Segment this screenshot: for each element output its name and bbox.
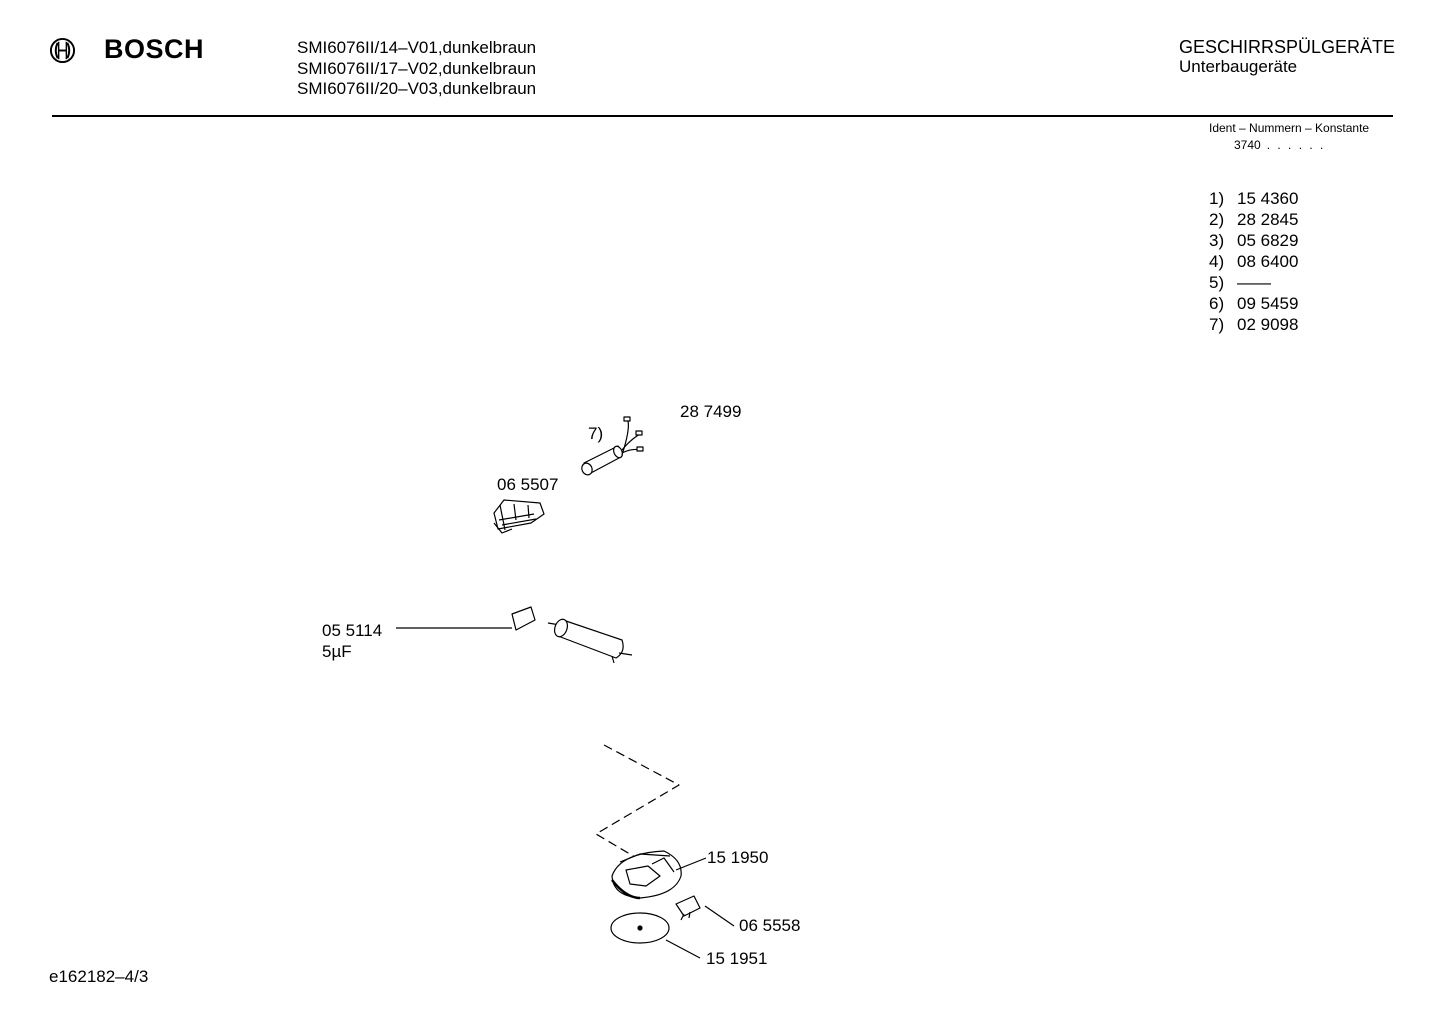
- part-label: 28 7499: [680, 402, 742, 421]
- list-item: 5) ——: [1209, 272, 1298, 293]
- ident-title: Ident – Nummern – Konstante: [1209, 121, 1370, 135]
- model-line: SMI6076II/17–V02,dunkelbraun: [297, 58, 537, 78]
- item-value: 28 2845: [1237, 210, 1299, 229]
- brand-name: BOSCH: [104, 34, 205, 64]
- list-item: 6) 09 5459: [1209, 293, 1298, 314]
- item-number: 1): [1209, 189, 1225, 208]
- model-list: SMI6076II/14–V01,dunkelbraun SMI6076II/1…: [297, 38, 536, 100]
- ident-code-dots: . . . . . .: [1266, 138, 1326, 152]
- model-line: SMI6076II/14–V01,dunkelbraun: [297, 38, 537, 57]
- document-code: e162182–4/3: [49, 967, 149, 986]
- item-number: 3): [1209, 231, 1225, 250]
- part-label: 06 5507: [497, 475, 559, 494]
- item-value: ——: [1237, 273, 1271, 292]
- leader-line: [665, 939, 701, 959]
- list-item: 7) 02 9098: [1209, 314, 1298, 335]
- item-number: 6): [1209, 294, 1225, 313]
- item-number: 4): [1209, 252, 1225, 271]
- bosch-logo-icon: [49, 37, 76, 64]
- category-subtitle: Unterbaugeräte: [1179, 57, 1298, 76]
- plug-part-icon: [675, 895, 701, 921]
- list-item: 3) 05 6829: [1209, 230, 1298, 251]
- item-number: 2): [1209, 210, 1225, 229]
- category-block: GESCHIRRSPÜLGERÄTE Unterbaugeräte: [1179, 37, 1396, 77]
- item-value: 09 5459: [1237, 294, 1299, 313]
- list-item: 2) 28 2845: [1209, 209, 1298, 230]
- item-number: 5): [1209, 273, 1225, 292]
- part-ref-label: 7): [588, 424, 604, 443]
- part-label: 05 5114: [322, 621, 383, 640]
- ident-list: 1)15 4360 2)28 2845 3)05 6829 4)08 6400 …: [1209, 188, 1298, 335]
- part-label: 15 1950: [707, 848, 769, 867]
- list-item: 1) 15 4360: [1209, 188, 1298, 209]
- part-spec-label: 5µF: [322, 642, 352, 661]
- leader-line: [704, 905, 735, 927]
- item-value: 05 6829: [1237, 231, 1299, 250]
- disk-part-icon: [610, 912, 670, 944]
- item-value: 02 9098: [1237, 315, 1299, 334]
- model-line: SMI6076II/20–V03,dunkelbraun: [297, 79, 537, 98]
- part-label: 06 5558: [739, 916, 801, 935]
- list-item: 4) 08 6400: [1209, 251, 1298, 272]
- item-value: 08 6400: [1237, 252, 1299, 271]
- leader-line: [675, 857, 707, 871]
- ident-code: 3740 . . . . . .: [1234, 138, 1325, 152]
- capacitor-part-icon: [511, 606, 633, 664]
- filter-part-icon: [581, 416, 644, 476]
- housing-part-icon: [611, 850, 682, 900]
- part-label: 15 1951: [706, 949, 768, 968]
- ident-code-value: 3740: [1234, 138, 1261, 152]
- category-title: GESCHIRRSPÜLGERÄTE: [1179, 37, 1396, 57]
- bracket-part-icon: [493, 499, 545, 534]
- item-value: 15 4360: [1237, 189, 1299, 208]
- item-number: 7): [1209, 315, 1225, 334]
- header-divider: [52, 115, 1393, 117]
